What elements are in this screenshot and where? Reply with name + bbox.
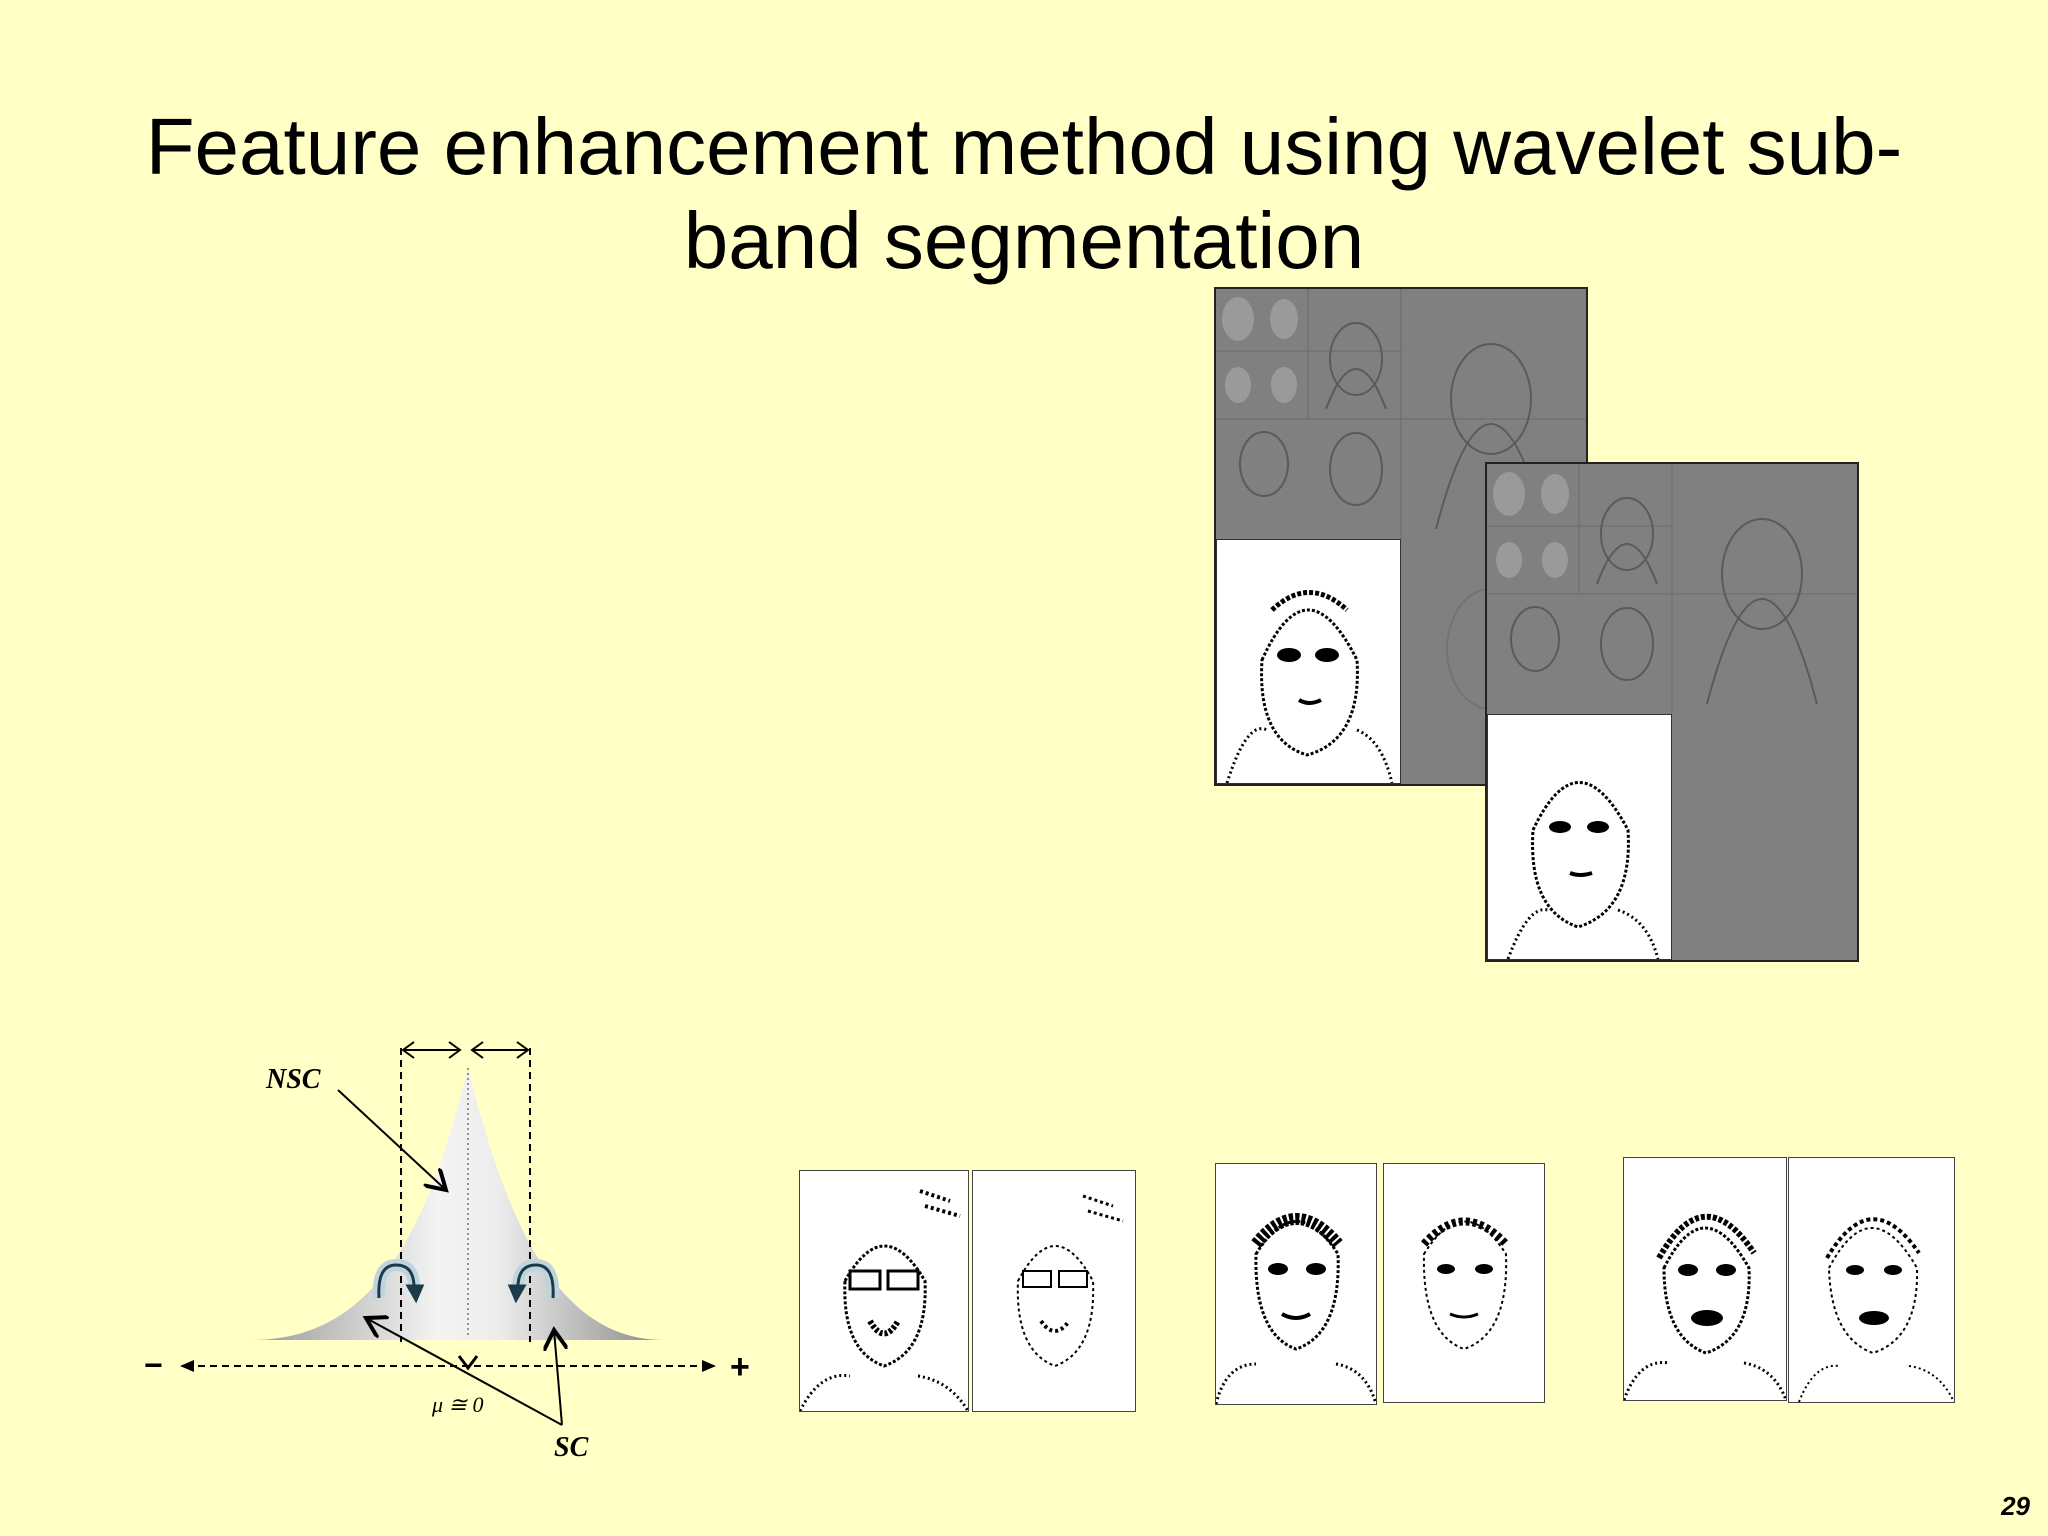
- enhanced-face-image-2: [1487, 714, 1672, 960]
- mu-label: μ ≅ 0: [431, 1392, 483, 1417]
- coefficient-distribution-diagram: − + NSC SC μ ≅ 0: [144, 1041, 750, 1463]
- face-thumbnail-3a: [1622, 1157, 1788, 1401]
- nsc-pointer-arrow: [337, 1089, 446, 1190]
- face-thumbnail-2b: [1383, 1163, 1545, 1403]
- title-line-1: Feature enhancement method using wavelet…: [145, 102, 1903, 191]
- curved-arrow-icon: [372, 1258, 560, 1304]
- sc-pointer-arrow-left: [366, 1318, 563, 1426]
- axis-minus-label: −: [144, 1347, 163, 1383]
- subband-grid-2: [1487, 464, 1857, 714]
- axis-plus-label: +: [730, 1348, 750, 1386]
- page-number: 29: [2001, 1491, 2030, 1521]
- face-thumbnail-3b: [1788, 1157, 1955, 1403]
- face-thumbnail-1b: [972, 1170, 1136, 1412]
- slide-title: Feature enhancement method using wavelet…: [100, 100, 1948, 288]
- sc-pointer-arrow-right: [554, 1330, 562, 1426]
- sc-label: SC: [554, 1432, 589, 1463]
- mean-marker-icon: [457, 1355, 479, 1371]
- title-line-2: band segmentation: [683, 196, 1365, 285]
- top-interval-arrows: [401, 1041, 530, 1059]
- face-thumbnail-2a: [1214, 1163, 1378, 1405]
- enhanced-face-image-1: [1216, 539, 1401, 784]
- distribution-curve: [252, 1068, 664, 1340]
- nsc-label: NSC: [265, 1064, 321, 1095]
- face-thumbnail-1a: [798, 1170, 970, 1412]
- wavelet-subband-image-2: [1485, 462, 1859, 962]
